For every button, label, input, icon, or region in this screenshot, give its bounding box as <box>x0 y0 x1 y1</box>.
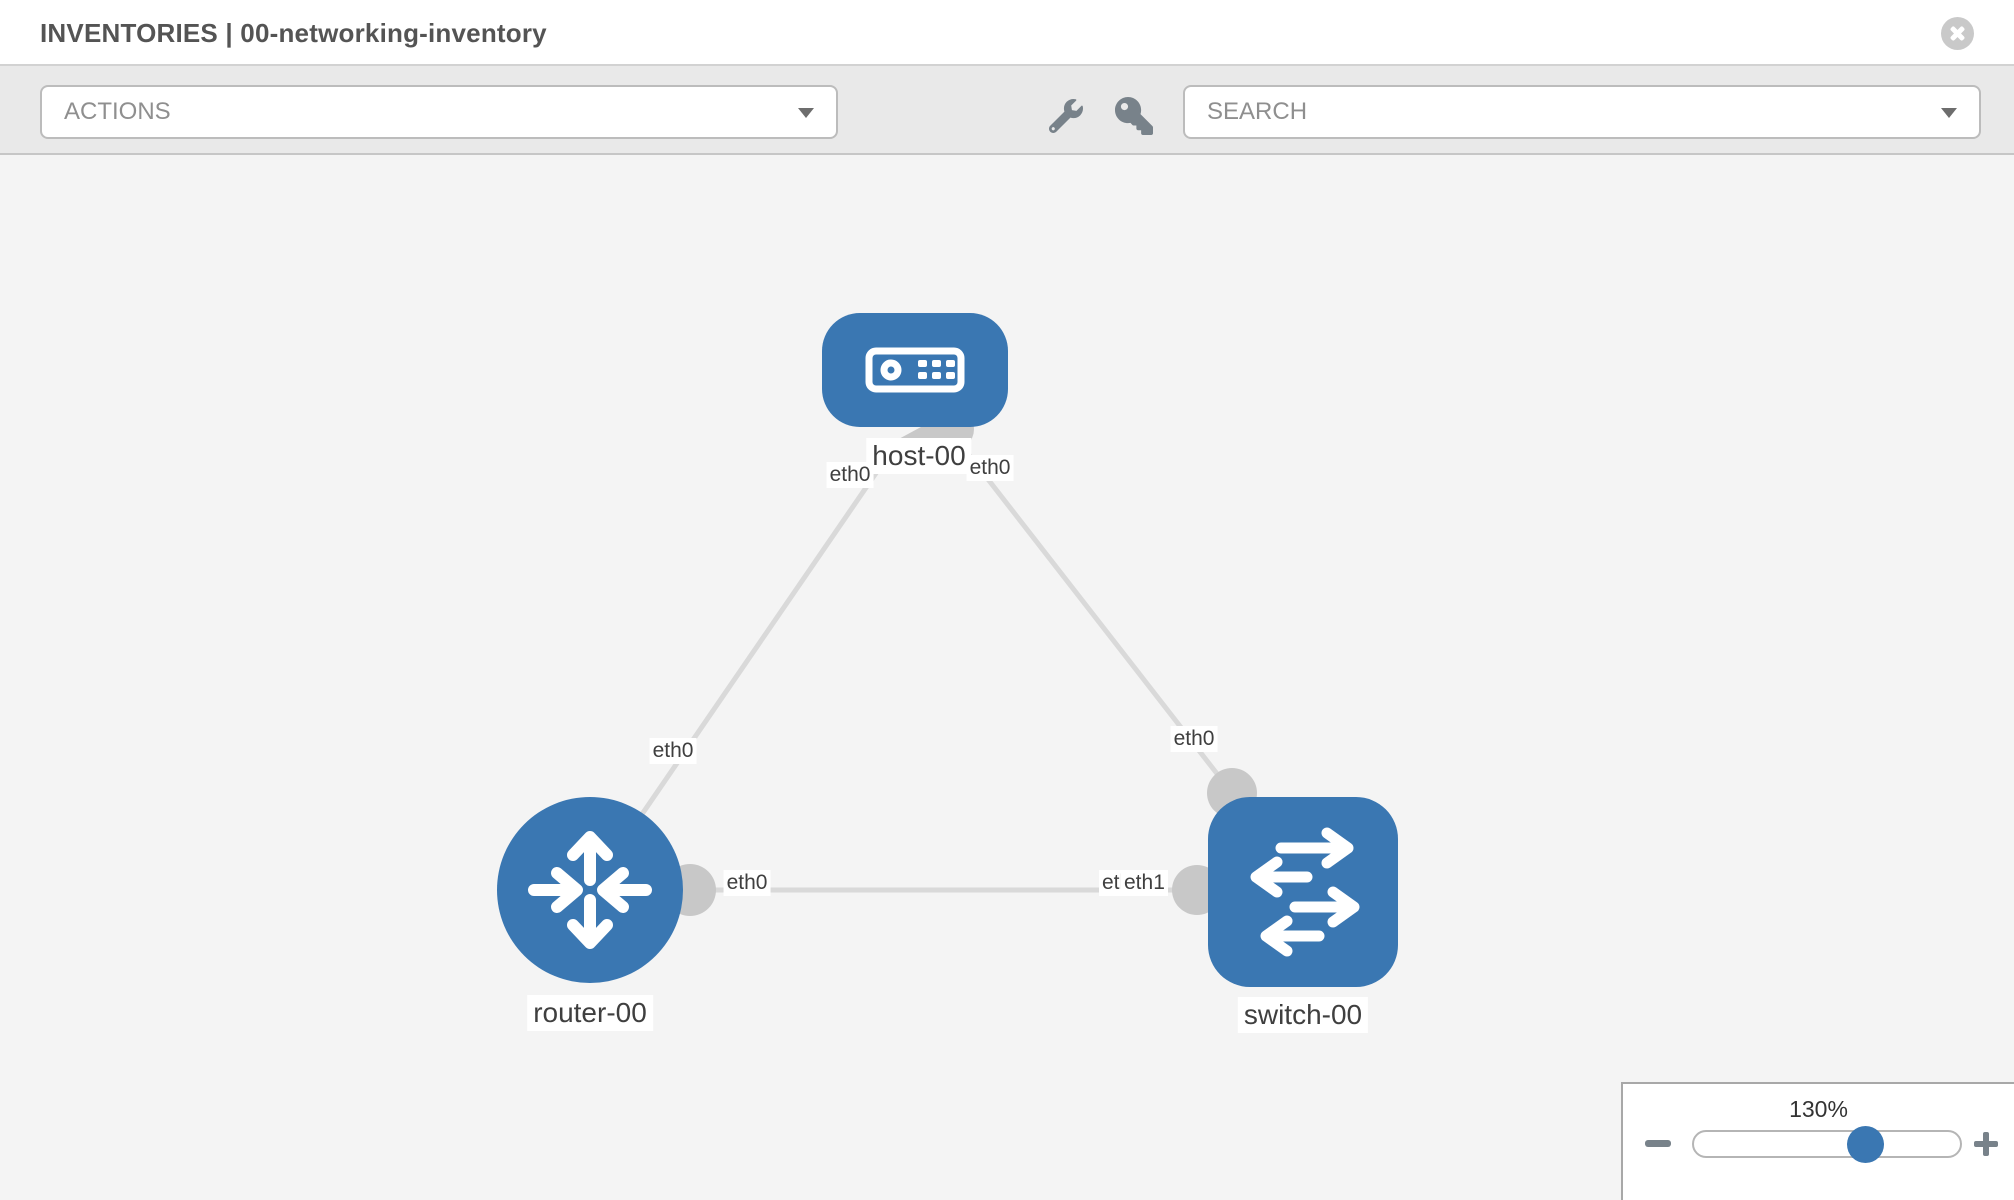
page-title: INVENTORIES | 00-networking-inventory <box>40 18 547 48</box>
zoom-out-button[interactable] <box>1645 1140 1671 1147</box>
interface-label-host-left: eth0 <box>826 462 874 488</box>
zoom-slider-thumb[interactable] <box>1847 1126 1884 1163</box>
interface-label-router-host: eth0 <box>649 738 697 764</box>
node-label-host: host-00 <box>866 438 972 474</box>
node-label-router: router-00 <box>527 995 653 1031</box>
close-icon[interactable] <box>1941 17 1974 50</box>
node-host-00[interactable] <box>822 313 1008 427</box>
server-icon <box>865 347 965 393</box>
chevron-down-icon <box>1941 108 1957 118</box>
plus-icon <box>1983 1132 1989 1156</box>
interface-label-switch-top: eth0 <box>1170 726 1218 752</box>
zoom-panel: 130% <box>1621 1082 2014 1200</box>
interface-label-middle-switch-side: eth1 <box>1121 870 1168 896</box>
actions-dropdown-label: ACTIONS <box>64 98 171 125</box>
zoom-slider-track[interactable] <box>1692 1130 1962 1158</box>
connectors-layer <box>664 407 1257 916</box>
zoom-level-value: 130% <box>1789 1096 1848 1122</box>
chevron-down-icon <box>798 108 814 118</box>
switch-arrows-icon <box>1250 827 1360 957</box>
node-switch-00[interactable] <box>1208 797 1398 987</box>
key-icon <box>1115 97 1153 135</box>
router-arrows-icon <box>528 831 652 949</box>
credentials-button[interactable] <box>1114 96 1154 136</box>
toolbar: ACTIONS SEARCH <box>0 66 2014 155</box>
links-layer <box>587 431 1234 893</box>
topology-graph <box>497 313 1398 987</box>
interface-label-middle-router-side: eth0 <box>723 870 771 896</box>
topology-canvas[interactable]: host-00 router-00 switch-00 eth0 eth0 et… <box>0 155 2014 1200</box>
search-dropdown[interactable]: SEARCH <box>1183 85 1981 139</box>
wrench-icon <box>1049 99 1083 133</box>
zoom-in-button[interactable] <box>1974 1132 1998 1156</box>
node-router-00[interactable] <box>497 797 683 983</box>
node-label-switch: switch-00 <box>1237 997 1369 1033</box>
actions-dropdown[interactable]: ACTIONS <box>40 85 838 139</box>
search-dropdown-label: SEARCH <box>1207 98 1308 125</box>
configure-button[interactable] <box>1046 96 1086 136</box>
header: INVENTORIES | 00-networking-inventory <box>0 0 2014 66</box>
interface-label-host-right: eth0 <box>966 455 1014 481</box>
